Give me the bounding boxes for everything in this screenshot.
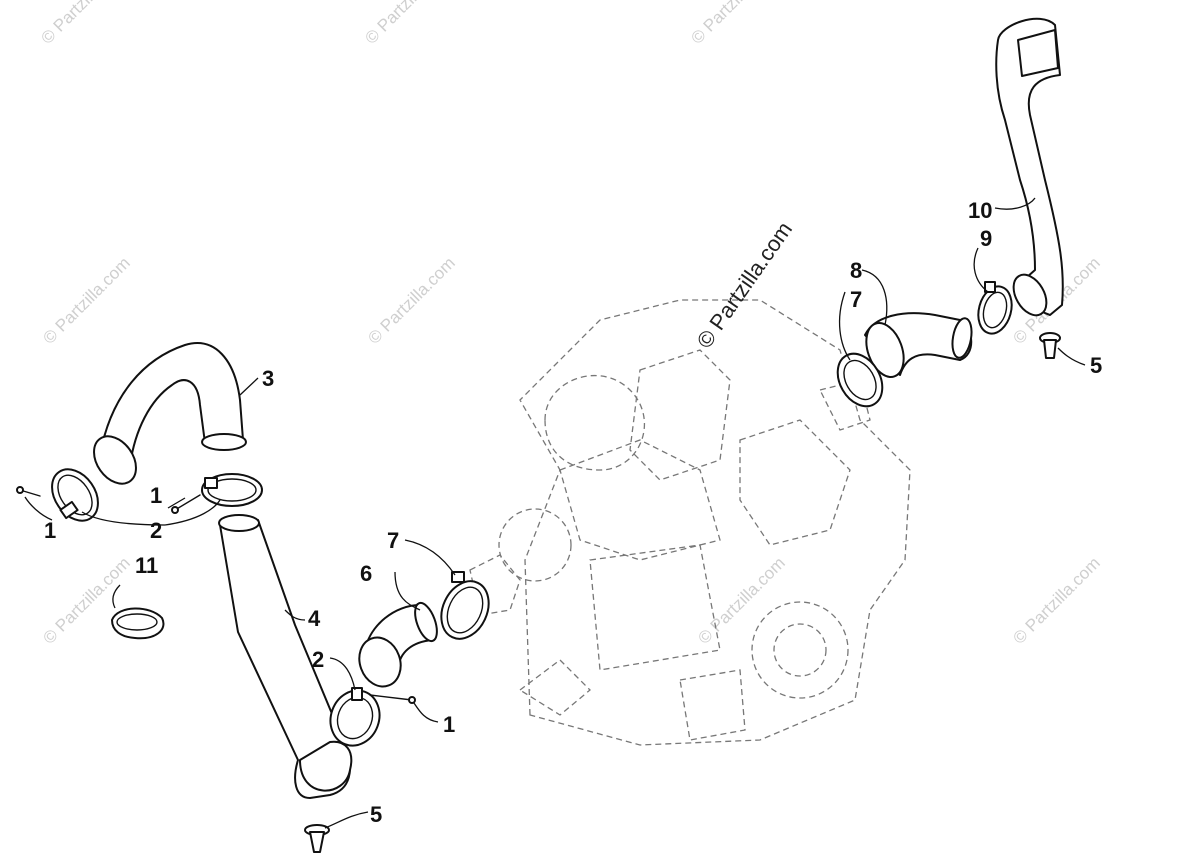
part-3-upper-duct[interactable] xyxy=(85,342,247,492)
part-8-coupler-right[interactable] xyxy=(859,312,974,382)
part-2-clamp-upper[interactable] xyxy=(43,461,108,530)
callout-1: 1 xyxy=(150,483,162,508)
watermark: © Partzilla.com xyxy=(37,0,131,48)
part-11-ring[interactable] xyxy=(111,607,165,640)
callout-10: 10 xyxy=(968,198,992,223)
callout-3: 3 xyxy=(262,366,274,391)
watermark: © Partzilla.com xyxy=(39,253,133,347)
watermark: © Partzilla.com xyxy=(687,0,781,48)
callout-7: 7 xyxy=(387,528,399,553)
callout-9: 9 xyxy=(980,226,992,251)
part-1-screw-lower[interactable] xyxy=(369,694,416,704)
part-6-coupler[interactable] xyxy=(353,600,442,692)
part-7-clamp-mid[interactable] xyxy=(432,571,497,646)
partzilla-watermark: © Partzilla.com xyxy=(692,217,798,353)
callout-5: 5 xyxy=(1090,353,1102,378)
callout-11: 11 xyxy=(135,553,158,578)
watermark: © Partzilla.com xyxy=(694,553,788,647)
watermark: © Partzilla.com xyxy=(1009,553,1103,647)
callout-4: 4 xyxy=(308,606,321,631)
leader-lines xyxy=(24,197,1086,829)
callout-7: 7 xyxy=(850,287,862,312)
part-9-clamp-right[interactable] xyxy=(973,281,1016,337)
part-1-screw-mid[interactable] xyxy=(171,494,201,514)
part-2-clamp-lower[interactable] xyxy=(323,683,387,752)
part-5-rivet-right[interactable] xyxy=(1039,332,1061,359)
callout-8: 8 xyxy=(850,258,862,283)
callout-2: 2 xyxy=(312,647,324,672)
part-1-screw-left[interactable] xyxy=(16,486,41,497)
part-2-clamp-tube-top[interactable] xyxy=(201,473,263,507)
callout-6: 6 xyxy=(360,561,372,586)
part-7-clamp-right[interactable] xyxy=(829,346,892,414)
part-10-snorkel[interactable] xyxy=(995,17,1064,321)
watermark: © Partzilla.com xyxy=(361,0,455,48)
watermark: © Partzilla.com xyxy=(364,253,458,347)
part-5-rivet-lower[interactable] xyxy=(304,824,330,853)
callout-labels: 3 1 2 1 11 4 2 1 5 7 6 8 7 9 10 5 xyxy=(44,198,1102,827)
part-4-main-duct[interactable] xyxy=(218,514,353,799)
callout-2: 2 xyxy=(150,518,162,543)
callout-1: 1 xyxy=(44,518,56,543)
engine-outline xyxy=(469,299,911,746)
callout-1: 1 xyxy=(443,712,455,737)
callout-5: 5 xyxy=(370,802,382,827)
